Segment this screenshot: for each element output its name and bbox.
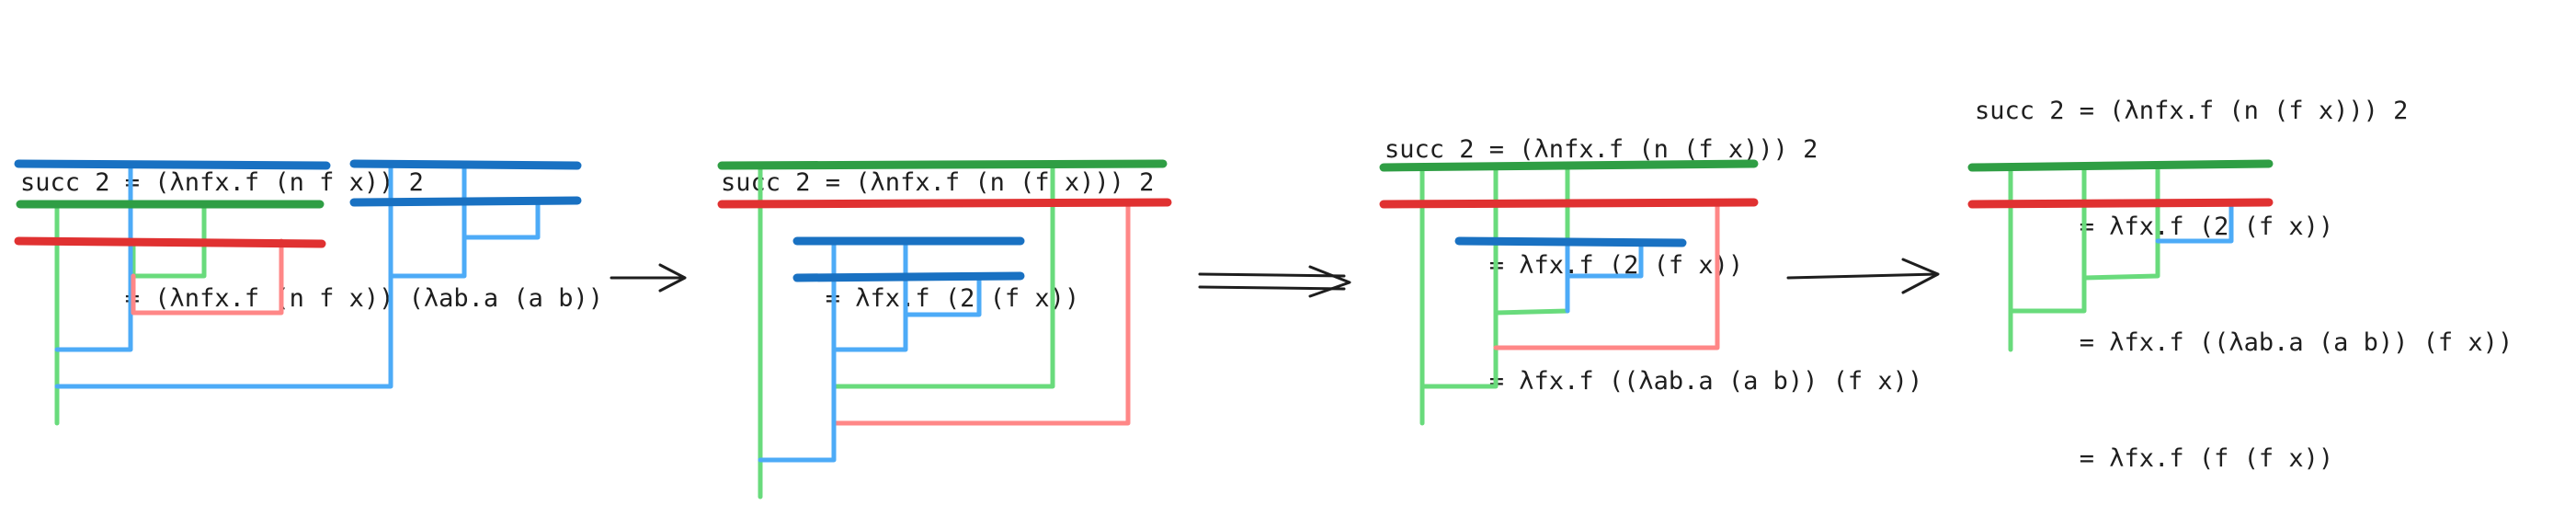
panel-4-line-3: = λfx.f ((λab.a (a b)) (f x)) (1975, 328, 2513, 357)
panel-2-blue-wire (831, 238, 908, 352)
panel-3-line-1: succ 2 = (λnfx.f (n (f x))) 2 (1385, 135, 1818, 164)
panel-3-red-wire (1493, 201, 1720, 350)
arrow-right-icon (1786, 258, 1940, 294)
panel-1-blue-wire (462, 200, 541, 240)
panel-3-blue-bar (1454, 236, 1687, 247)
panel-2-line-1: succ 2 = (λnfx.f (n (f x))) 2 (721, 168, 1155, 197)
panel-1-blue-bar (349, 159, 582, 170)
panel-3-red-bar (1379, 198, 1759, 209)
panel-1-diagram (14, 159, 582, 426)
panel-2-blue-wire (903, 275, 982, 317)
panel-4-green-wire (2081, 165, 2160, 281)
panel-2-red-wire (831, 201, 1131, 426)
panel-2-blue-bar (792, 271, 1025, 282)
panel-1-blue-wire (54, 161, 133, 352)
panel-1-red-bar (14, 236, 326, 248)
panel-4-blue-wire (2155, 201, 2234, 244)
panel-4-line-1: succ 2 = (λnfx.f (n (f x))) 2 (1975, 97, 2409, 125)
panel-1-blue-wire (388, 161, 467, 279)
panel-3-green-bar (1379, 159, 1759, 172)
panel-4-green-bar (1967, 159, 2274, 172)
panel-2-red-bar (717, 198, 1172, 209)
panel-4-green-wire (2008, 165, 2087, 314)
panel-1-line-2: = (λnfx.f (n f x)) (λab.a (a b)) (20, 284, 603, 313)
panel-1-blue-bar (349, 196, 582, 207)
panel-3-blue-wire (1565, 238, 1644, 279)
panel-4-equations: succ 2 = (λnfx.f (n (f x))) 2 = λfx.f (2… (1975, 15, 2513, 517)
panel-4-diagram (1967, 159, 2274, 352)
panel-4-line-4: = λfx.f (f (f x)) (1975, 444, 2334, 473)
panel-1-red-wire (131, 238, 284, 316)
panel-1-blue-bar (14, 159, 331, 170)
panel-4-red-bar (1967, 198, 2274, 209)
panel-3-line-3: = λfx.f ((λab.a (a b)) (f x)) (1385, 367, 1923, 396)
panel-4-line-2: = λfx.f (2 (f x)) (1975, 213, 2334, 241)
double-arrow-right-icon (1198, 265, 1351, 298)
panel-2-green-bar (717, 159, 1168, 170)
panel-3-equations: succ 2 = (λnfx.f (n (f x))) 2 = λfx.f (2… (1385, 53, 1922, 440)
arrow-right-icon (610, 263, 687, 293)
panel-3-diagram (1379, 159, 1759, 426)
panel-2-diagram (717, 159, 1172, 500)
panel-1-blue-wire (54, 161, 393, 389)
panel-2-blue-wire (758, 238, 837, 463)
